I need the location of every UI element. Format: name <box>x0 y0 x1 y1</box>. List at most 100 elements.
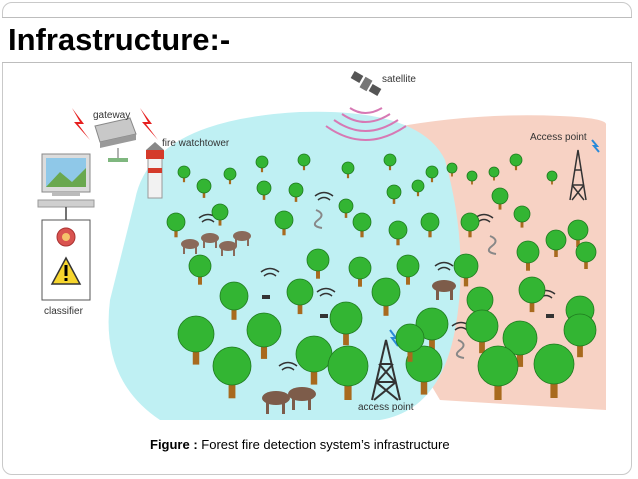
tree-trunk <box>576 235 580 247</box>
access-point-tower-main-icon <box>371 339 401 401</box>
tree-canopy <box>371 277 401 307</box>
tree-canopy <box>256 180 272 196</box>
signal-lightning-icon <box>389 329 399 347</box>
satellite-signal-waves <box>325 107 407 141</box>
warning-icon <box>50 256 82 285</box>
tree-canopy <box>509 153 523 167</box>
tree-canopy <box>516 240 540 264</box>
tree-trunk <box>430 175 434 183</box>
tree-canopy <box>453 253 479 279</box>
classifier-label: classifier <box>44 306 84 317</box>
snake-icons <box>313 209 497 359</box>
tree-trunk <box>407 345 413 362</box>
tree-trunk <box>218 216 222 226</box>
tree-trunk <box>228 375 236 399</box>
fire-watchtower-icon <box>146 142 164 199</box>
tree-trunk <box>358 273 362 287</box>
caption-text: Forest fire detection system’s infrastru… <box>201 437 450 452</box>
tree-trunk <box>282 224 286 236</box>
tree-canopy <box>396 254 420 278</box>
tree-trunk <box>392 195 396 204</box>
tree-trunk <box>428 226 432 238</box>
tree-canopy <box>465 309 499 343</box>
tree-canopy <box>395 323 425 353</box>
satellite-icon <box>350 71 382 96</box>
tree-trunk <box>294 193 298 202</box>
lightning-icon <box>140 108 158 140</box>
tree-trunk <box>343 326 349 346</box>
satellite-label: satellite <box>382 74 416 85</box>
tree-canopy <box>338 198 354 214</box>
tree-canopy <box>388 220 408 240</box>
tree-canopy <box>502 320 538 356</box>
tree-canopy <box>415 307 449 341</box>
tree-trunk <box>577 338 583 358</box>
slide-frame <box>2 2 632 475</box>
tree-canopy <box>411 179 425 193</box>
tree-trunk <box>262 191 266 200</box>
tree-canopy <box>196 178 212 194</box>
tree-trunk <box>463 272 469 287</box>
tree-canopy <box>255 155 269 169</box>
title-bar: Infrastructure:- <box>2 17 632 63</box>
tree-canopy <box>518 276 546 304</box>
tree-trunk <box>494 376 502 400</box>
small-animal-icons <box>262 295 554 318</box>
caption-prefix: Figure : <box>150 437 198 452</box>
slide-title: Infrastructure:- <box>8 22 231 57</box>
tree-trunk <box>529 296 535 313</box>
tree-canopy <box>297 153 311 167</box>
tree-canopy <box>386 184 402 200</box>
tree-canopy <box>327 345 369 387</box>
computer-monitor-icon <box>37 153 95 208</box>
tree-trunk <box>344 209 348 218</box>
tree-trunk <box>429 332 435 352</box>
tree-canopy <box>567 219 589 241</box>
tree-trunk <box>198 271 202 285</box>
tree-trunk <box>479 334 485 354</box>
tree-canopy <box>575 241 597 263</box>
fire-watchtower-label: fire watchtower <box>162 138 230 149</box>
lightning-icon <box>72 108 90 140</box>
tree-trunk <box>468 226 472 238</box>
tree-canopy <box>341 161 355 175</box>
tree-canopy <box>477 345 519 387</box>
tree-trunk <box>550 374 558 398</box>
tree-trunk <box>416 189 420 197</box>
tree-trunk <box>228 177 232 185</box>
tree-canopy <box>466 286 494 314</box>
tree-canopy <box>306 248 330 272</box>
tree-trunk <box>471 178 473 185</box>
tree-canopy <box>211 203 229 221</box>
tree-trunk <box>451 170 453 177</box>
tree-canopy <box>491 187 509 205</box>
tree-trunk <box>360 226 364 238</box>
tree-trunk <box>297 298 303 315</box>
tree-trunk <box>260 338 268 359</box>
tree-trunk <box>388 163 392 171</box>
deer-herd-icon <box>181 231 251 256</box>
access-point-tower-icon <box>569 149 587 201</box>
tree-trunk <box>260 165 264 173</box>
tree-trunk <box>231 303 237 320</box>
tree-trunk <box>202 189 206 198</box>
tree-canopy <box>188 254 212 278</box>
tree-trunk <box>344 376 352 400</box>
tree-trunk <box>498 200 502 210</box>
tree-canopy <box>466 170 478 182</box>
tree-canopy <box>212 346 252 386</box>
tree-trunk <box>383 299 389 316</box>
tree-canopy <box>383 153 397 167</box>
tree-canopy <box>405 345 443 383</box>
tree-trunk <box>310 363 318 385</box>
tree-canopy <box>177 315 215 353</box>
tree-canopy <box>545 229 567 251</box>
tree-canopy <box>223 167 237 181</box>
forest-trees <box>166 153 597 400</box>
tree-canopy <box>546 170 558 182</box>
tree-canopy <box>460 212 480 232</box>
tree-canopy <box>446 162 458 174</box>
tree-trunk <box>174 226 178 238</box>
tree-canopy <box>488 166 500 178</box>
